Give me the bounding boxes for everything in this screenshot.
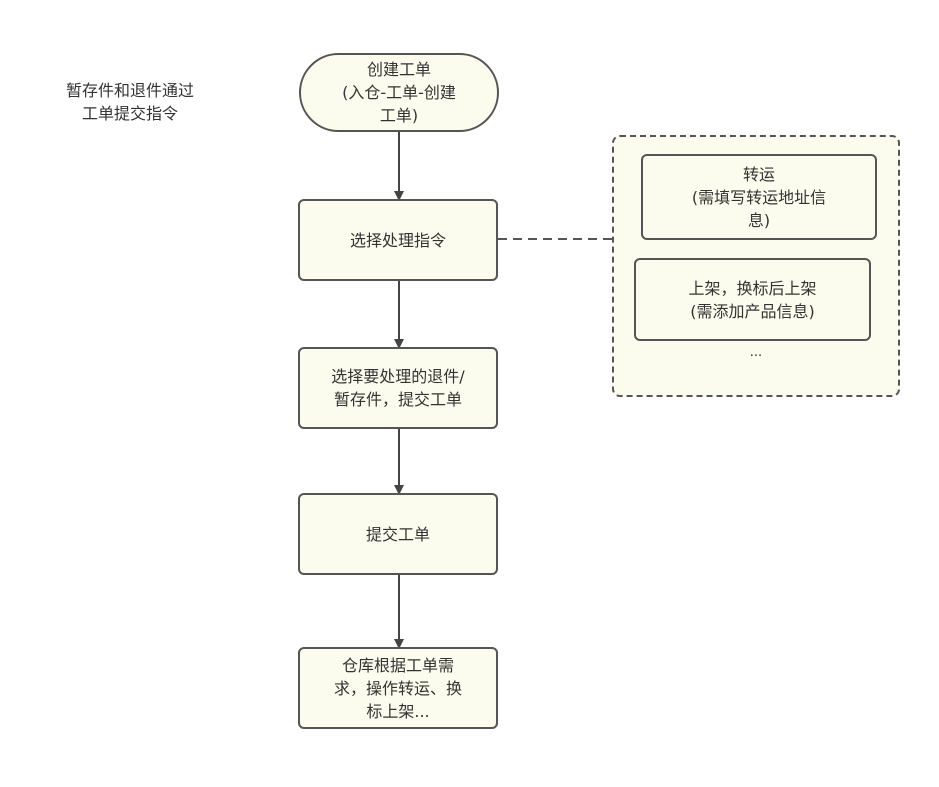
node-text: 求，操作转运、换 xyxy=(333,678,462,698)
node-text: 选择要处理的退件/ xyxy=(331,367,465,386)
step-select-instruction: 选择处理指令 xyxy=(298,199,498,281)
node-text: (需添加产品信息) xyxy=(690,301,815,321)
node-text: 提交工单 xyxy=(365,524,430,544)
step-select-items: 选择要处理的退件/ 暂存件，提交工单 xyxy=(298,347,498,429)
node-text: 工单) xyxy=(379,106,419,125)
node-text: 息) xyxy=(747,210,771,230)
node-text: (需填写转运地址信 xyxy=(691,187,827,207)
node-text: 选择处理指令 xyxy=(349,230,446,250)
step-warehouse-process: 仓库根据工单需 求，操作转运、换 标上架... xyxy=(298,647,498,729)
side-note: 暂存件和退件通过 工单提交指令 xyxy=(30,79,230,125)
side-note-line: 工单提交指令 xyxy=(81,104,178,123)
node-text: 仓库根据工单需 xyxy=(341,655,454,675)
option-relabel-shelve: 上架，换标后上架 (需添加产品信息) xyxy=(634,258,871,341)
node-text: (入仓-工单-创建 xyxy=(342,83,456,102)
node-text: 转运 xyxy=(742,164,775,184)
node-text: 暂存件，提交工单 xyxy=(333,390,462,409)
option-transfer: 转运 (需填写转运地址信 息) xyxy=(641,154,877,240)
side-note-line: 暂存件和退件通过 xyxy=(65,81,194,100)
node-text: 标上架... xyxy=(366,701,430,721)
node-text: 创建工单 xyxy=(366,60,431,79)
step-submit-work-order: 提交工单 xyxy=(298,493,498,575)
start-node-create-work-order: 创建工单 (入仓-工单-创建 工单) xyxy=(299,53,499,132)
more-options-ellipsis: ... xyxy=(749,345,763,360)
node-text: 上架，换标后上架 xyxy=(688,278,817,298)
